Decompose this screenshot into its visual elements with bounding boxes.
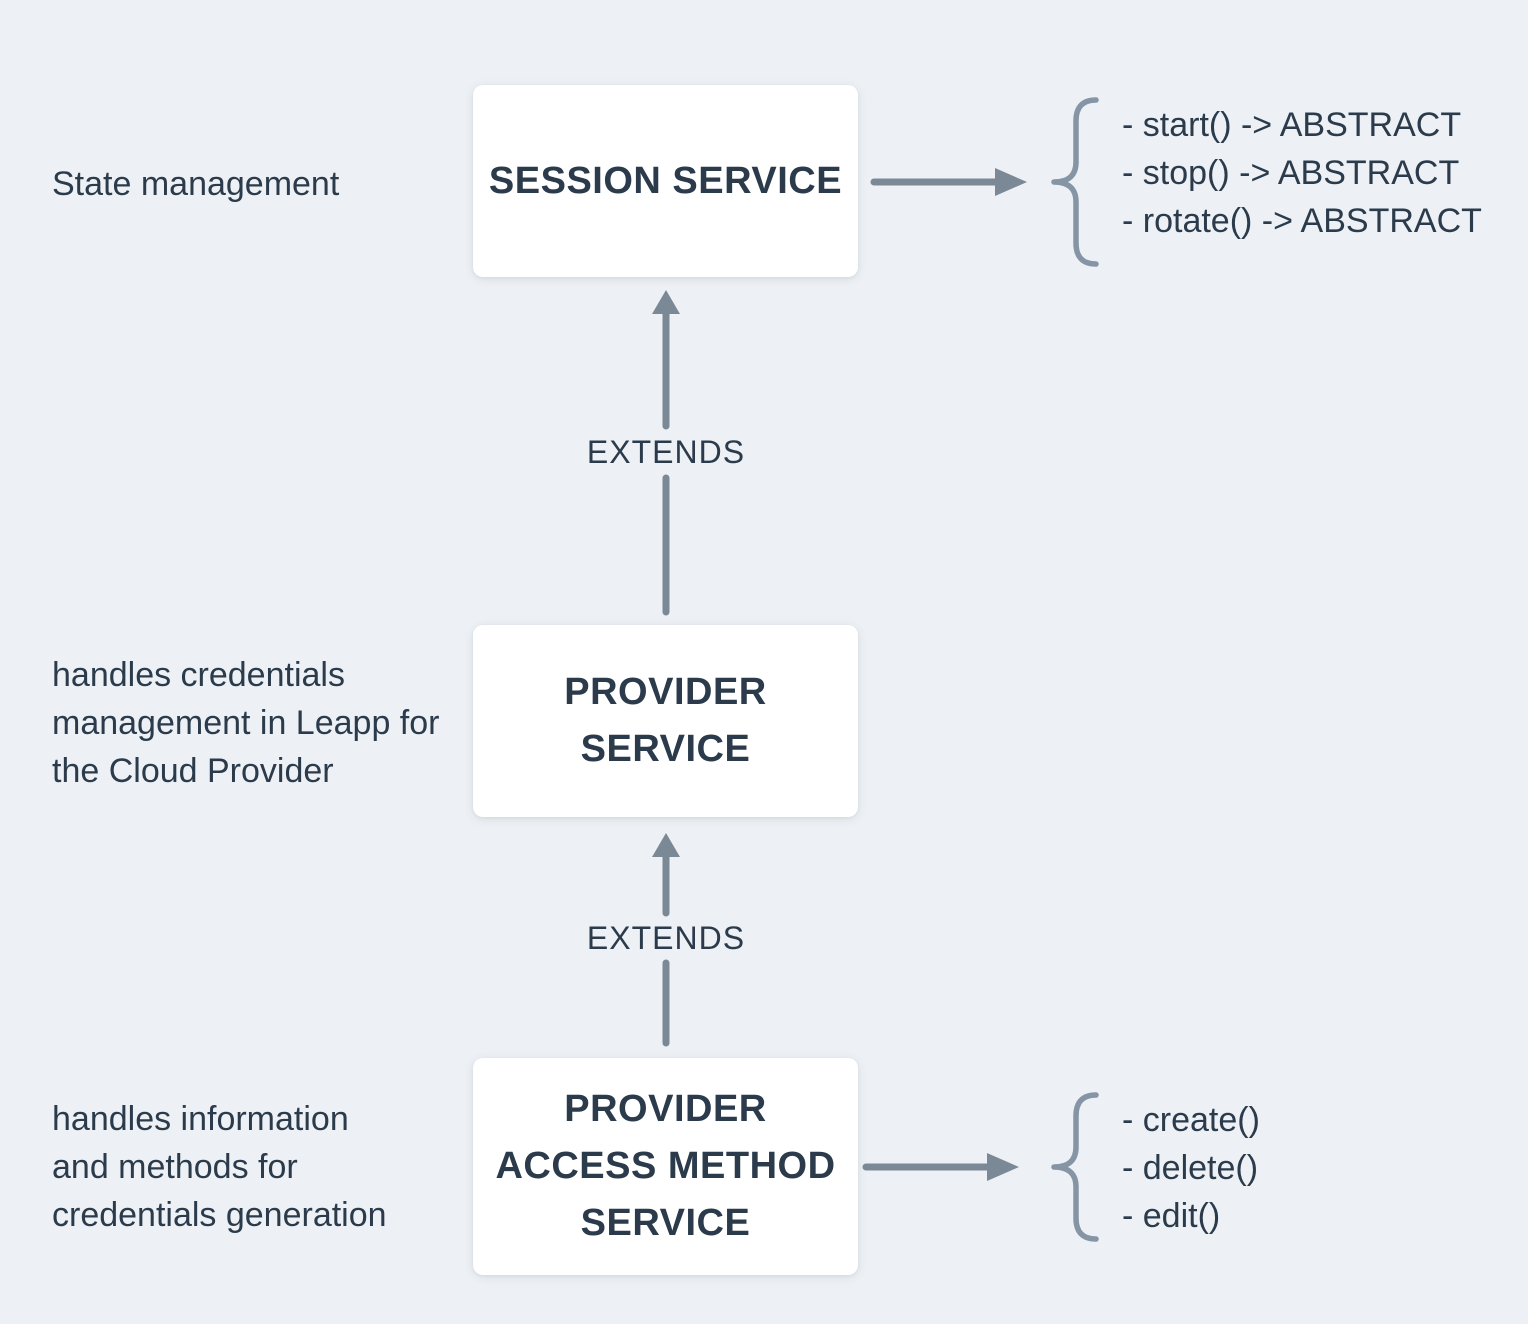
method-item: - stop() -> ABSTRACT [1122,154,1460,192]
session-methods-list: - start() -> ABSTRACT - stop() -> ABSTRA… [1122,101,1482,245]
session-note: State management [52,160,339,208]
access-method-methods-brace [1051,1092,1099,1242]
provider-note: handles credentials management in Leapp … [52,651,439,795]
note-line: the Cloud Provider [52,752,334,790]
session-methods-brace [1051,97,1099,267]
extends-top-arrowhead-segment [652,290,680,430]
note-line: handles information [52,1100,349,1138]
method-item: - create() [1122,1101,1260,1139]
extends-bottom-arrowhead-segment [652,833,680,917]
access-method-note: handles information and methods for cred… [52,1095,387,1239]
method-item: - delete() [1122,1149,1259,1187]
note-line: and methods for [52,1148,298,1186]
extends-bottom-line-segment [662,959,670,1047]
title-line: PROVIDER [564,1088,767,1130]
provider-access-method-service-title: PROVIDER ACCESS METHOD SERVICE [495,1081,835,1252]
note-line: management in Leapp for [52,704,440,742]
extends-top-line-segment [662,474,670,616]
title-line: SERVICE [580,728,751,770]
provider-service-title: PROVIDER SERVICE [564,664,766,778]
title-line: SESSION SERVICE [488,159,843,202]
method-item: - edit() [1122,1197,1221,1235]
session-methods-arrow [870,168,1027,196]
session-service-card: SESSION SERVICE [473,85,858,277]
note-line: handles credentials [52,656,345,694]
method-item: - rotate() -> ABSTRACT [1122,202,1482,240]
method-item: - start() -> ABSTRACT [1122,106,1462,144]
extends-top-label: EXTENDS [586,434,746,470]
provider-access-method-service-card: PROVIDER ACCESS METHOD SERVICE [473,1058,858,1275]
session-service-title: SESSION SERVICE [489,153,842,210]
access-method-methods-arrow [862,1153,1019,1181]
access-method-methods-list: - create() - delete() - edit() [1122,1096,1260,1240]
title-line: SERVICE [580,1202,751,1244]
note-line: State management [52,165,340,203]
title-line: ACCESS METHOD [495,1145,836,1187]
note-line: credentials generation [52,1196,387,1234]
provider-service-card: PROVIDER SERVICE [473,625,858,817]
extends-bottom-label: EXTENDS [586,920,746,956]
title-line: PROVIDER [564,671,767,713]
